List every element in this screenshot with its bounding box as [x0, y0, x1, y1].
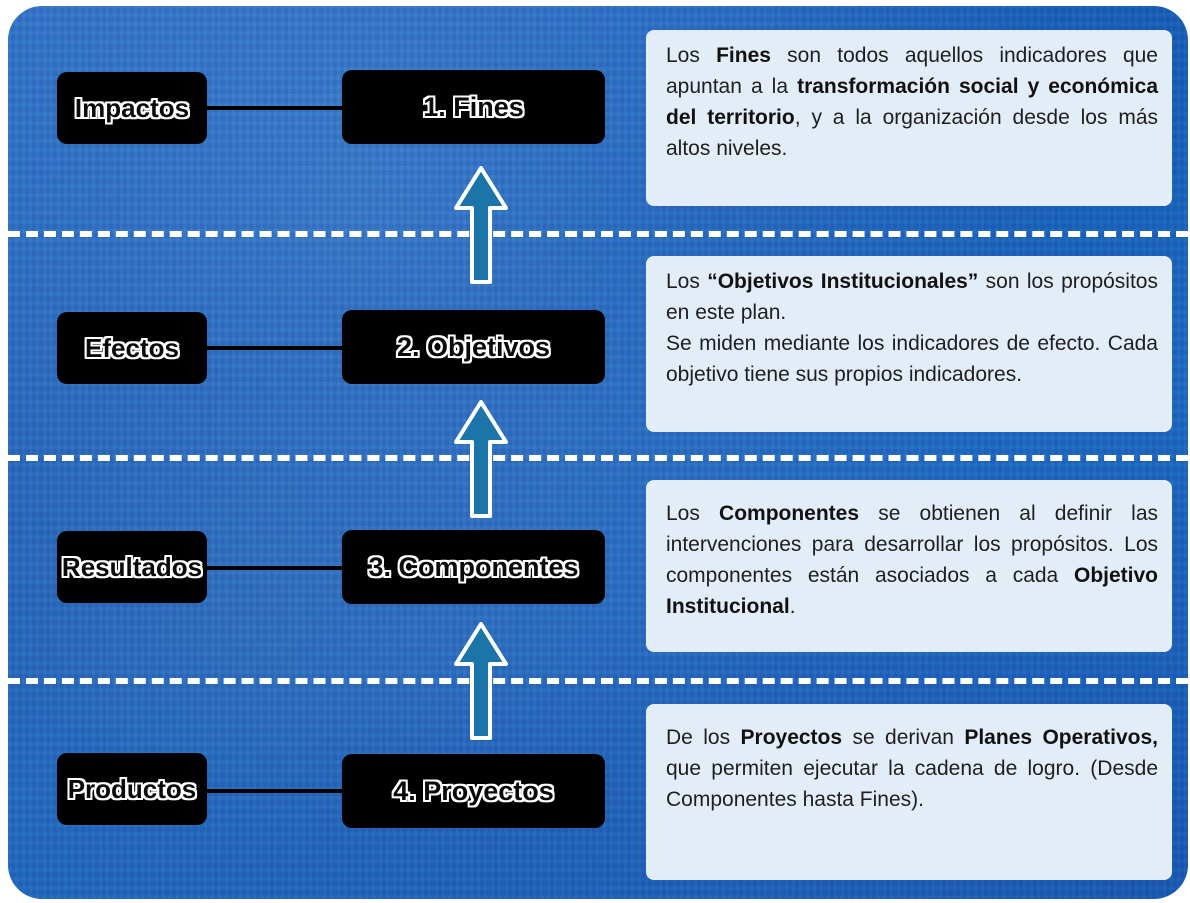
- connector-line: [206, 106, 344, 110]
- level-label-impactos: Impactos: [57, 72, 207, 144]
- description-text: Los: [666, 44, 717, 67]
- description-bold-text: Proyectos: [740, 726, 843, 749]
- description-componentes: Los Componentes se obtienen al definir l…: [646, 480, 1172, 652]
- description-text: se derivan: [842, 726, 965, 749]
- level-box-text: 3. Componentes: [368, 551, 579, 582]
- up-arrow-icon: [454, 166, 508, 284]
- separator-1: [8, 231, 1188, 237]
- description-objetivos: Los “Objetivos Institucionales” son los …: [646, 256, 1172, 432]
- description-bold-text: “Objetivos Institucionales”: [707, 270, 979, 293]
- up-arrow-icon: [454, 622, 508, 740]
- description-text: que permiten ejecutar la cadena de logro…: [666, 757, 1158, 811]
- description-proyectos: De los Proyectos se derivan Planes Opera…: [646, 704, 1172, 880]
- level-label-text: Impactos: [74, 92, 190, 123]
- description-bold-text: Planes Operativos,: [964, 726, 1158, 749]
- description-bold-text: Objetivo Institucional: [666, 564, 1158, 618]
- level-box-text: 4. Proyectos: [393, 775, 554, 806]
- separator-2: [8, 455, 1188, 461]
- up-arrow-icon: [454, 400, 508, 518]
- level-label-text: Efectos: [85, 332, 179, 363]
- connector-line: [206, 346, 344, 350]
- description-text: son todos aquellos indicadores que apunt…: [666, 44, 1158, 98]
- description-text: , y a la organización desde los más alto…: [666, 106, 1159, 160]
- level-box-componentes: 3. Componentes: [342, 530, 605, 604]
- level-box-objetivos: 2. Objetivos: [342, 310, 605, 384]
- level-box-text: 2. Objetivos: [396, 331, 551, 362]
- description-text: Los: [666, 502, 720, 525]
- separator-3: [8, 678, 1188, 684]
- level-label-text: Productos: [67, 773, 197, 804]
- level-label-productos: Productos: [57, 753, 207, 825]
- level-box-text: 1. Fines: [423, 91, 524, 122]
- description-bold-text: Fines: [716, 44, 771, 67]
- description-text: son los propósitos en este plan.: [666, 270, 1158, 324]
- description-text: De los: [666, 726, 741, 749]
- description-fines: Los Fines son todos aquellos indicadores…: [646, 30, 1172, 206]
- description-text: se obtienen al definir las intervencione…: [666, 502, 1158, 587]
- level-label-efectos: Efectos: [57, 312, 207, 384]
- level-label-resultados: Resultados: [57, 531, 207, 603]
- description-bold-text: Componentes: [719, 502, 860, 525]
- description-text: Se miden mediante los indicadores de efe…: [666, 332, 1158, 386]
- level-box-proyectos: 4. Proyectos: [342, 754, 605, 828]
- level-label-text: Resultados: [61, 551, 203, 582]
- description-text: .: [789, 595, 796, 618]
- connector-line: [206, 566, 344, 570]
- description-bold-text: transformación social y económica del te…: [666, 75, 1158, 129]
- connector-line: [206, 789, 344, 793]
- description-text: Los: [666, 270, 708, 293]
- level-box-fines: 1. Fines: [342, 70, 605, 144]
